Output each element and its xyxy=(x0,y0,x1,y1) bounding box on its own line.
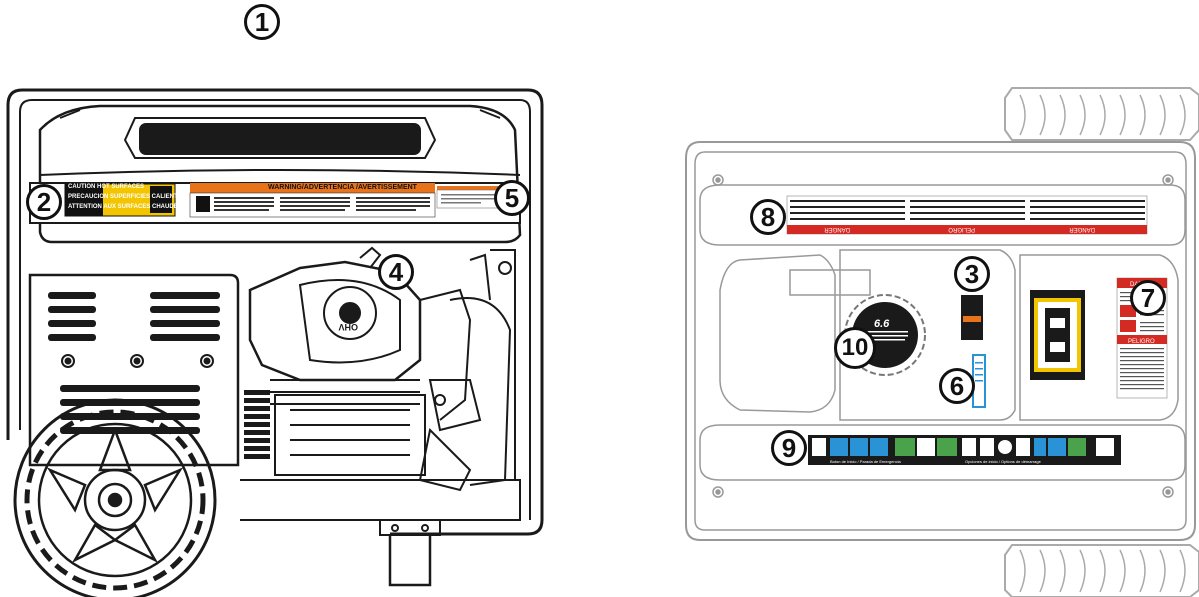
callout-4: 4 xyxy=(378,254,414,290)
front-view: OHV xyxy=(6,88,544,597)
small-warning-label xyxy=(436,186,500,209)
fuel-cap-volume: 6.6 xyxy=(874,318,890,330)
hot-surfaces-text-2: PRECAUCION SUPERFICIES CALIENTES xyxy=(68,194,186,200)
callout-5: 5 xyxy=(494,180,530,216)
start-strip-text-2: Opciones de inicio / Options de démarrag… xyxy=(965,459,1042,464)
callout-7: 7 xyxy=(1130,280,1166,316)
callout-9: 9 xyxy=(771,430,807,466)
wheel-top xyxy=(1004,87,1199,141)
ohv-text: OHV xyxy=(338,322,358,332)
callout-10: 10 xyxy=(834,327,876,369)
callout-8: 8 xyxy=(750,199,786,235)
callout-2: 2 xyxy=(26,184,62,220)
top-view: DANGER PELIGRO DANGER 6.6 xyxy=(685,87,1199,597)
callout-3: 3 xyxy=(954,256,990,292)
warning-banner-text: WARNING/ADVERTENCIA /AVERTISSEMENT xyxy=(268,184,417,191)
peligro-side-text: PELIGRO xyxy=(1128,339,1155,345)
hot-surfaces-text-3: ATTENTION AUX SURFACES CHAUDES xyxy=(68,204,182,210)
engine-block: OHV xyxy=(244,246,512,492)
danger-text-3: DANGER xyxy=(1069,226,1095,232)
start-strip-text-1: Boton de Inicio / Parada de Emergencia xyxy=(830,459,901,464)
danger-text-2: PELIGRO xyxy=(948,226,975,232)
fan-ribs xyxy=(244,390,270,459)
warning-label xyxy=(189,183,436,218)
hot-surfaces-label xyxy=(64,183,176,217)
start-instructions-strip: Boton de Inicio / Parada de Emergencia O… xyxy=(808,435,1121,465)
control-panel-outlet xyxy=(1030,290,1085,380)
danger-text-1: DANGER xyxy=(824,226,850,232)
wheel-bottom xyxy=(1004,544,1199,597)
blue-info-tag xyxy=(972,354,986,408)
hot-surfaces-text-1: CAUTION HOT SURFACES xyxy=(68,184,145,190)
callout-1: 1 xyxy=(244,4,280,40)
danger-strip: DANGER PELIGRO DANGER xyxy=(786,195,1148,235)
fuel-warning-tag xyxy=(961,295,983,340)
callout-6: 6 xyxy=(939,368,975,404)
wheel-left xyxy=(13,398,217,597)
